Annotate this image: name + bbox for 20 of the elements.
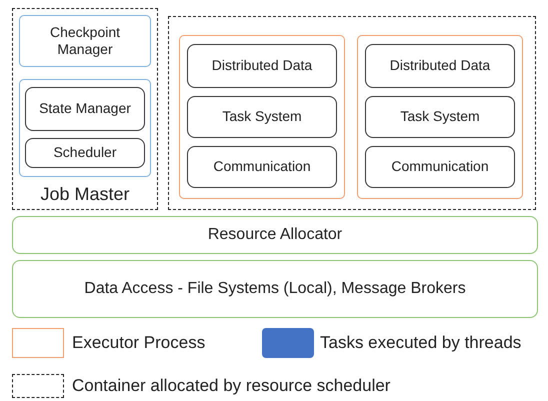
component-group-box — [19, 79, 151, 177]
layer-band: Resource Allocator — [12, 216, 538, 254]
executor-box — [179, 35, 345, 199]
component-box: Distributed Data — [187, 44, 337, 88]
layer-band: Data Access - File Systems (Local), Message Brokers — [12, 260, 538, 318]
component-box: State Manager — [25, 87, 145, 131]
component-box: Distributed Data — [365, 44, 515, 88]
legend-label: Container allocated by resource scheduler — [72, 376, 390, 396]
container-label: Job Master — [39, 182, 131, 205]
legend-label: Executor Process — [72, 333, 206, 353]
component-box: Task System — [365, 96, 515, 138]
container-box — [168, 16, 536, 210]
container-box — [12, 8, 158, 210]
component-box: Communication — [187, 146, 337, 188]
component-box: Checkpoint Manager — [19, 15, 151, 67]
component-box: Scheduler — [25, 138, 145, 168]
executor-box — [357, 35, 523, 199]
component-box: Communication — [365, 146, 515, 188]
legend-label: Tasks executed by threads — [320, 333, 522, 353]
component-box: Task System — [187, 96, 337, 138]
